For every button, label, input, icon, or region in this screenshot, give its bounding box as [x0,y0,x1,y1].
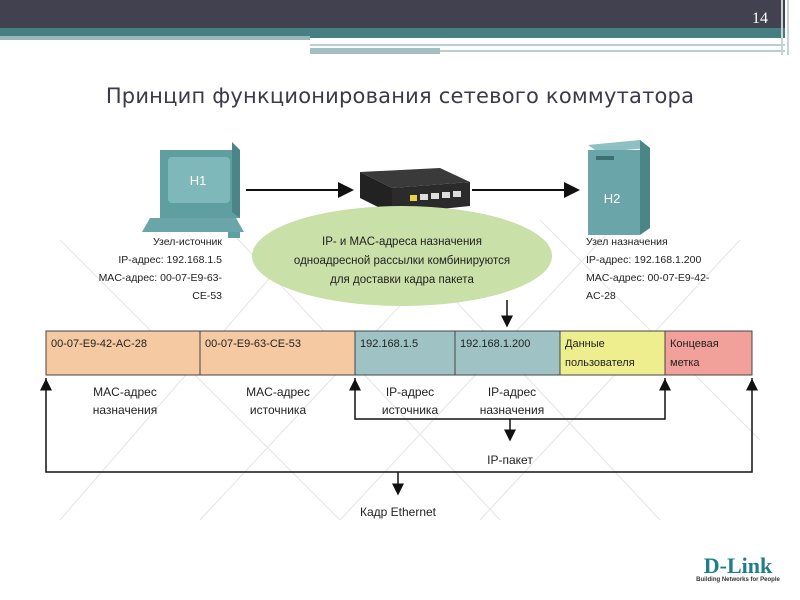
field-label: источника [382,403,439,417]
host-h1-label: H1 [190,173,207,188]
server-icon: H2 [588,140,650,235]
frame-field [45,330,201,376]
frame-field-text: 00-07-E9-42-AC-28 [51,338,147,350]
frame-field [354,330,456,376]
ethernet-frame-label: Кадр Ethernet [360,505,437,519]
header-bar [0,0,785,28]
bubble-line: для доставки кадра пакета [330,274,474,286]
frame-field [664,330,753,376]
header-stripe [0,28,785,38]
switch-icon [360,168,470,214]
info-bubble [252,206,552,306]
field-label: назначения [480,403,544,417]
frame-field [454,330,561,376]
field-label: источника [250,403,307,417]
logo-tagline: Building Networks for People [696,577,780,583]
bubble-line: одноадресной рассылки комбинируются [294,255,510,267]
frame-field [559,330,666,376]
field-label: MAC-адрес [93,385,157,399]
source-host-text: IP-адрес: 192.168.1.5 [118,254,222,266]
decor-line [781,0,783,55]
frame-field-text: 192.168.1.200 [460,338,530,350]
ip-packet-label: IP-пакет [487,453,533,467]
header-stripe [310,48,440,54]
d-link-logo: D-Link Building Networks for People [688,553,788,584]
decor-line [787,0,789,55]
frame-field-text: Концевая [670,338,719,350]
ethernet-frame-bracket [45,378,753,473]
frame-field-text: 00-07-E9-63-CE-53 [205,338,301,350]
header-stripe [310,44,785,46]
destination-host-text: MAC-адрес: 00-07-E9-42- [586,272,710,284]
source-host-text: CE-53 [192,290,222,302]
field-label: MAC-адрес [246,385,310,399]
header-stripe [440,50,785,52]
ethernet-frame: 00-07-E9-42-AC-28 00-07-E9-63-CE-53 192.16… [45,330,753,376]
logo-name: D-Link [703,553,773,578]
frame-field-text: метка [670,357,700,369]
source-host-text: Узел-источник [153,236,222,248]
page-number: 14 [752,10,768,27]
slide-title: Принцип функционирования сетевого коммут… [105,84,695,108]
field-label: IP-адрес [488,385,536,399]
computer-icon: H1 [142,142,244,238]
frame-field-text: 192.168.1.5 [360,338,418,350]
source-host-text: MAC-адрес: 00-07-E9-63- [99,272,223,284]
destination-host-text: Узел назначения [586,236,668,248]
host-h2-label: H2 [604,191,621,206]
destination-host-text: AC-28 [586,290,616,302]
bubble-line: IP- и MAC-адреса назначения [322,236,482,248]
destination-host-text: IP-адрес: 192.168.1.200 [586,254,701,266]
field-label: назначения [93,403,157,417]
field-label: IP-адрес [386,385,434,399]
frame-field-text: пользователя [565,357,635,369]
frame-field-text: Данные [565,338,605,350]
header-stripe [0,36,310,40]
frame-field [199,330,356,376]
